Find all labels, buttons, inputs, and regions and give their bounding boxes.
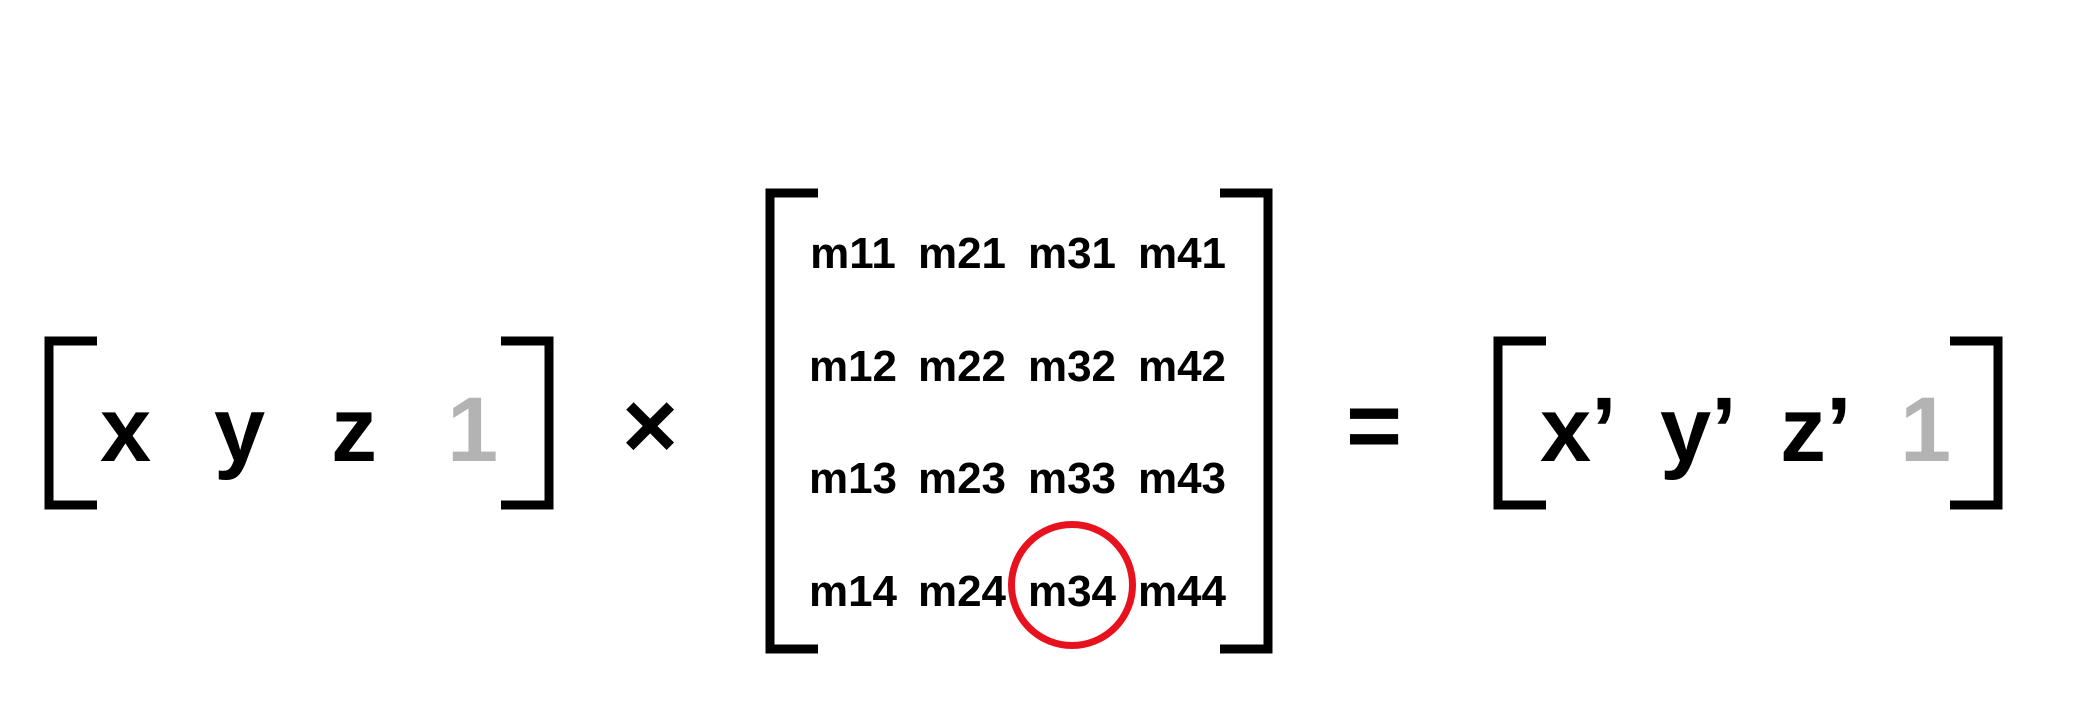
highlight-circle [1008,521,1136,649]
matrix-cell-m42: m42 [1137,342,1227,391]
matrix-right-bracket [1220,188,1273,654]
output-component-x: x’ [1540,379,1617,481]
matrix-cell-m44: m44 [1137,567,1227,616]
matrix-left-bracket [765,188,818,654]
equals-symbol: = [1346,372,1403,479]
output-component-w: 1 [1900,379,1952,481]
multiply-symbol: × [622,372,679,479]
input-right-bracket [501,336,554,510]
matrix-cell-m21: m21 [917,229,1007,278]
matrix-cell-m22: m22 [917,342,1007,391]
output-right-bracket [1950,336,2003,510]
matrix-cell-m32: m32 [1027,342,1117,391]
matrix-cell-m33: m33 [1027,454,1117,503]
input-left-bracket [44,336,97,510]
matrix-cell-m24: m24 [917,567,1007,616]
input-component-y: y [214,379,266,481]
matrix-cell-m43: m43 [1137,454,1227,503]
matrix-cell-m12: m12 [808,342,898,391]
input-component-w: 1 [447,379,499,481]
matrix-cell-m14: m14 [808,567,898,616]
matrix-cell-m13: m13 [808,454,898,503]
input-component-z: z [331,379,377,481]
matrix-cell-m23: m23 [917,454,1007,503]
input-component-x: x [100,379,152,481]
matrix-cell-m11: m11 [810,229,896,278]
output-component-y: y’ [1660,379,1737,481]
matrix-cell-m31: m31 [1027,229,1117,278]
matrix-cell-m41: m41 [1137,229,1227,278]
output-left-bracket [1493,336,1546,510]
output-component-z: z’ [1780,379,1852,481]
